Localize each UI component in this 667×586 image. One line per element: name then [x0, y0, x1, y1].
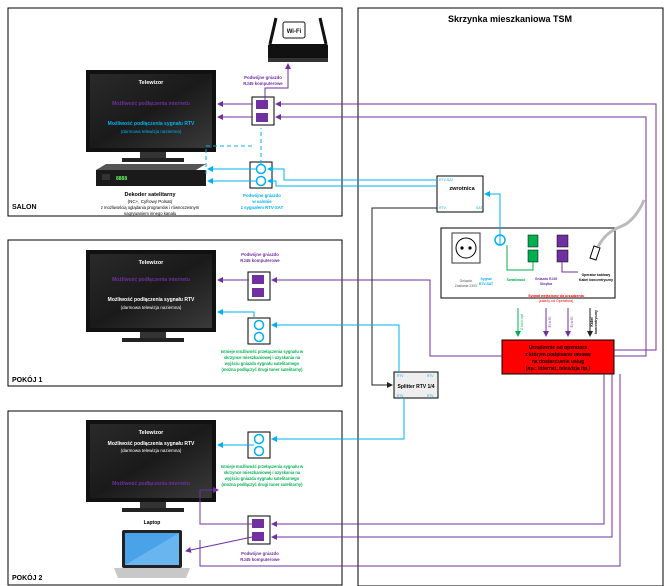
- input-signal-label-2: (zależy od Operatora): [539, 299, 574, 303]
- pokoj1-tv-title: Telewizor: [139, 260, 165, 266]
- tsm-box: [357, 7, 664, 586]
- pokoj1-coax-label-3: wyjściu gniazda sygnału satelitarnego: [224, 361, 300, 366]
- zwrotnica-label: zwrotnica: [449, 186, 475, 192]
- pokoj1-coax-socket: Istnieje możliwość przełączenia sygnału …: [221, 317, 304, 372]
- connection-panel: Gniazdo Zasilania 230V Sygnał RTV-SAT Św…: [440, 199, 646, 299]
- vlabel-cable-1: Kabel: [590, 317, 594, 326]
- decoder-title: Dekoder satelitarny: [124, 192, 176, 198]
- tsm-title: Skrzynka mieszkaniowa TSM: [448, 14, 572, 24]
- salon-coax-label-2: w salonie: [251, 199, 272, 204]
- panel-sat-label-1: Sygnał: [480, 277, 491, 281]
- zwrotnica: zwrotnica RTV-SAT RTV SAT: [436, 175, 484, 213]
- pokoj2-tv-rtv-2: (darmowa telewizja naziemna): [121, 448, 182, 453]
- zwrotnica-rtv-label: RTV: [439, 206, 447, 210]
- panel-cable-label-2: Kabel koncentryczny: [579, 278, 613, 282]
- pokoj1-rj45-label-1: Podwójne gniazdo: [241, 252, 279, 257]
- pokoj2-tv-rtv-1: Możliwość podłączenia sygnału RTV: [108, 441, 195, 447]
- salon-label: SALON: [12, 204, 37, 211]
- panel-fiber-label: Światłowód: [507, 277, 526, 282]
- splitter-port-3: RTV: [397, 394, 404, 398]
- salon-rj45-socket: Podwójne gniazdo RJ45 komputerowe: [243, 75, 283, 126]
- pokoj2-label: POKÓJ 2: [12, 573, 42, 582]
- salon-coax-label-3: z sygnałem RTV-SAT: [241, 205, 284, 210]
- panel-power-label-1: Gniazdo: [460, 279, 473, 283]
- panel-sat-label-2: RTV-SAT: [479, 282, 494, 286]
- pokoj2-rj45-label-1: Podwójne gniazdo: [241, 551, 279, 556]
- device-line-4: (np.: internet, telewizja itp.): [526, 366, 591, 372]
- pokoj1-rj45-socket: Podwójne gniazdo RJ45 komputerowe: [240, 252, 280, 301]
- pokoj2-tv: Telewizor Możliwość podłączenia sygnału …: [86, 420, 216, 512]
- pokoj2-rj45-label-2: RJ45 komputerowe: [240, 557, 280, 562]
- vlabel-2: Ei to Ei: [548, 316, 552, 327]
- laptop: Laptop: [114, 520, 190, 578]
- salon-rj45-label-2: RJ45 komputerowe: [243, 81, 283, 86]
- salon-coax-label-1: Podwójne gniazdo: [243, 193, 281, 198]
- pokoj2-coax-label-3: wyjściu gniazda sygnału satelitarnego: [224, 476, 300, 481]
- pokoj2-room: [7, 410, 343, 586]
- zwrotnica-sat-label: RTV-SAT: [439, 178, 454, 182]
- device-line-3: na dostarczanie usług: [532, 359, 585, 365]
- splitter-port-2: RTV: [427, 374, 434, 378]
- satellite-decoder: 8888 Dekoder satelitarny (NC+, Cyfrowy P…: [96, 164, 206, 216]
- wifi-logo-text: Wi-Fi: [287, 29, 302, 35]
- decoder-sub: (NC+, Cyfrowy Polsat): [128, 199, 173, 204]
- vlabel-1: Z lub b opt: [520, 314, 524, 330]
- pokoj1-coax-label-1: Istnieje możliwość przełączenia sygnału …: [221, 349, 304, 354]
- input-signal-label-1: Sygnał wejściowy do urządzenia: [528, 294, 585, 298]
- pokoj1-coax-label-4: (można podłączyć drugi tuner satelitarny…: [222, 367, 304, 372]
- pokoj2-coax-label-1: Istnieje możliwość przełączenia sygnału …: [221, 464, 304, 469]
- splitter-label: Splitter RTV 1/4: [398, 384, 435, 390]
- pokoj1-tv-internet: Możliwość podłączenia internetu: [112, 277, 190, 283]
- pokoj2-coax-socket: Istnieje możliwość przełączenia sygnału …: [221, 431, 304, 487]
- salon-tv: Telewizor Możliwość podłączenia internet…: [86, 70, 216, 162]
- panel-rj45-label-2: Skrętka: [540, 282, 552, 286]
- zwrotnica-sat2-label: SAT: [476, 206, 483, 210]
- pokoj2-tv-title: Telewizor: [139, 430, 165, 436]
- device-line-1: Urządzenie od operatora: [529, 345, 588, 351]
- salon-tv-rtv-1: Możliwość podłączenia sygnału RTV: [108, 121, 195, 127]
- wifi-router: Wi-Fi: [268, 17, 328, 62]
- decoder-display: 8888: [116, 176, 127, 182]
- panel-power-label-2: Zasilania 230V: [455, 284, 478, 288]
- pokoj1-rj45-label-2: RJ45 komputerowe: [240, 258, 280, 263]
- pokoj1-tv-rtv-1: Możliwość podłączenia sygnału RTV: [108, 297, 195, 303]
- panel-rj45-label-1: Gniazda RJ45: [535, 277, 557, 281]
- splitter-port-1: RTV: [397, 374, 404, 378]
- salon-rj45-label-1: Podwójne gniazdo: [244, 75, 282, 80]
- pokoj1-label: POKÓJ 1: [12, 375, 42, 384]
- pokoj1-tv-rtv-2: (darmowa telewizja naziemna): [121, 305, 182, 310]
- pokoj1-coax-label-2: skrzynce mieszkaniowej i uzyskania na: [224, 355, 301, 360]
- splitter-port-4: RTV: [427, 394, 434, 398]
- pokoj2-coax-label-4: (można podłączyć drugi tuner satelitarny…: [222, 482, 304, 487]
- panel-cable-label-1: Operator kablowy: [582, 273, 611, 277]
- device-line-2: z którym podpisano umowę: [525, 352, 591, 358]
- vlabel-3: Ei to Ei: [570, 316, 574, 327]
- salon-tv-rtv-2: (darmowa telewizja naziemna): [121, 129, 182, 134]
- pokoj2-tv-internet: Możliwość podłączenia internetu: [112, 481, 190, 487]
- splitter: Splitter RTV 1/4 RTV RTV RTV RTV: [393, 371, 439, 399]
- salon-tv-title: Telewizor: [139, 80, 165, 86]
- laptop-title: Laptop: [144, 520, 161, 526]
- salon-tv-internet: Możliwość podłączenia internetu: [112, 101, 190, 107]
- pokoj2-coax-label-2: skrzynce mieszkaniowej i uzyskania na: [224, 470, 301, 475]
- pokoj1-room: [7, 239, 343, 387]
- decoder-desc-2: nagrywaniem innego kanału: [124, 211, 177, 216]
- pokoj1-tv: Telewizor Możliwość podłączenia internet…: [86, 250, 216, 342]
- vlabel-cable-2: koncentryczny: [594, 310, 598, 334]
- salon-room: [7, 7, 343, 217]
- pokoj2-rj45-socket: Podwójne gniazdo RJ45 komputerowe: [240, 515, 280, 562]
- operator-device: Urządzenie od operatora z którym podpisa…: [501, 339, 615, 375]
- decoder-desc-1: z możliwością oglądania programów i równ…: [101, 205, 200, 210]
